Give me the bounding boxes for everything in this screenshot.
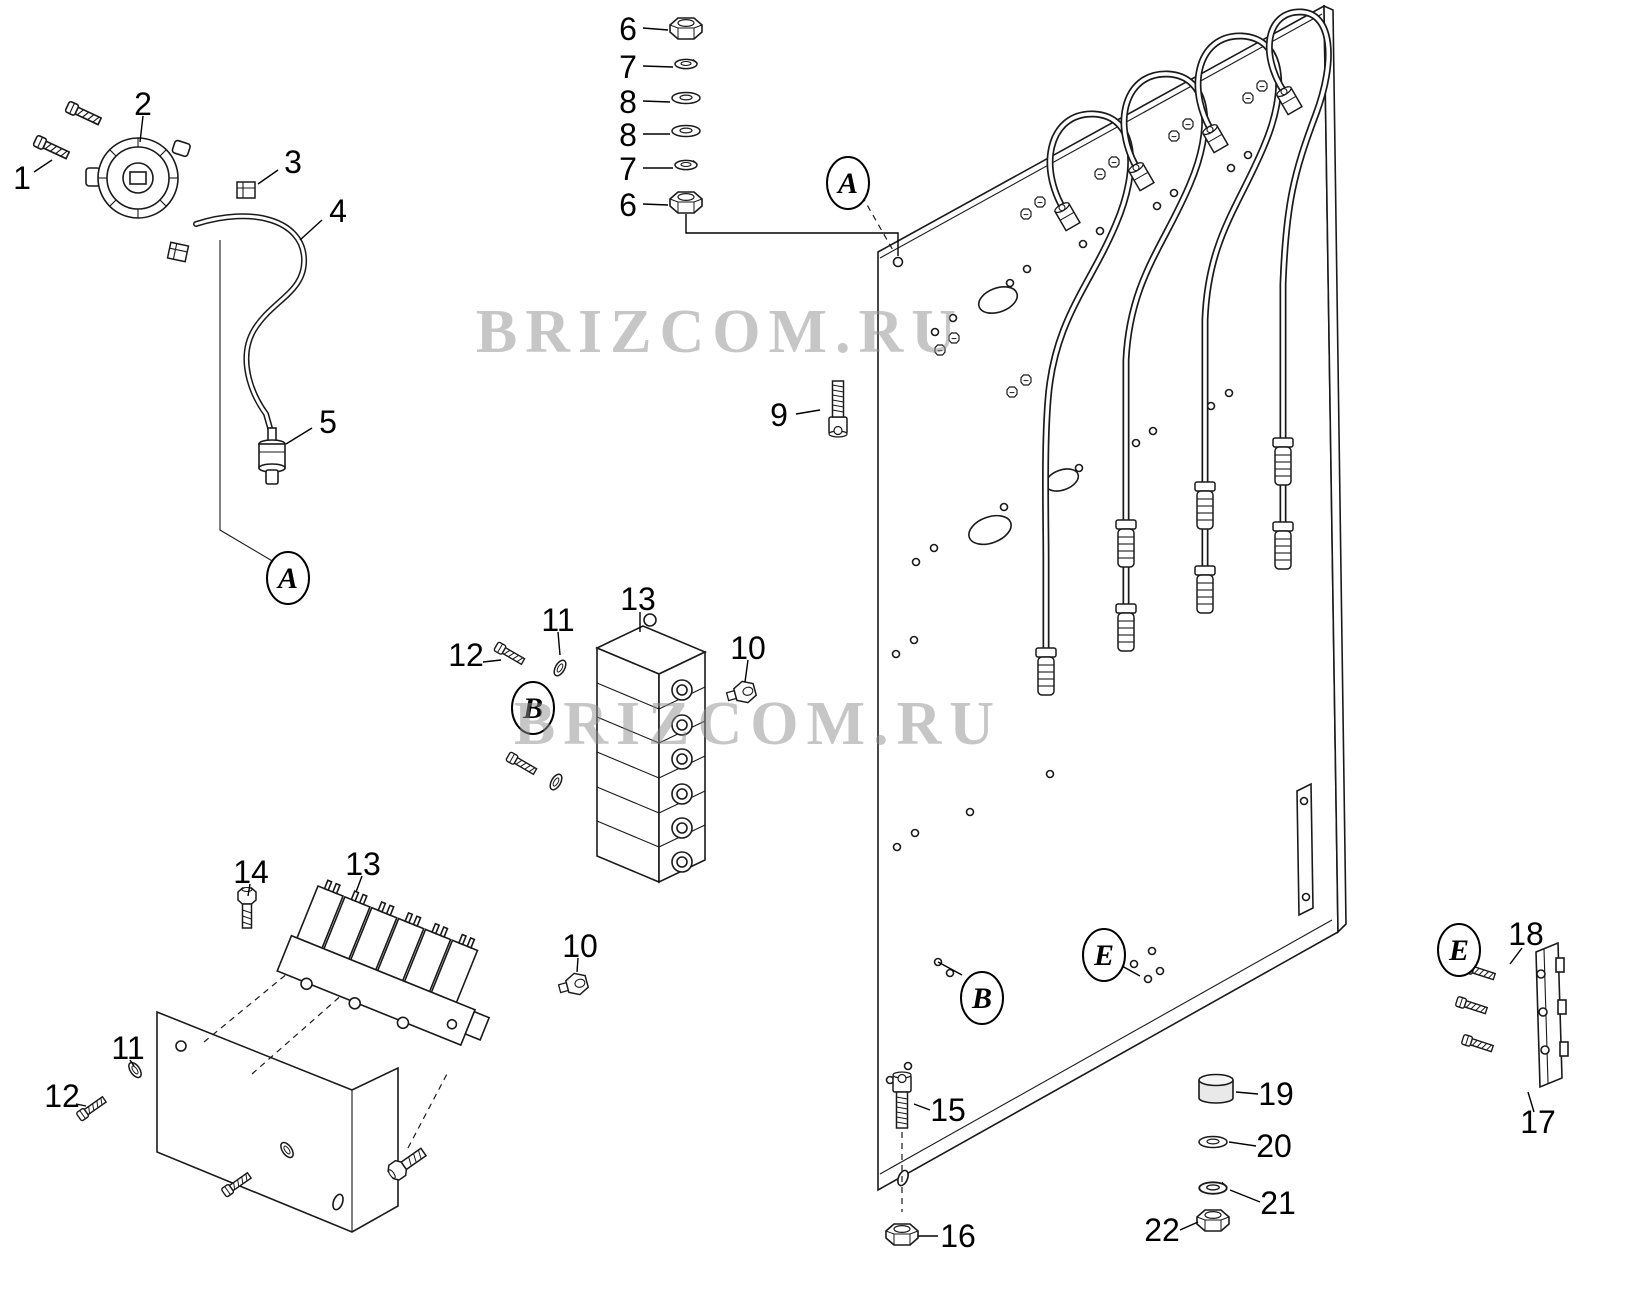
- view-label-a-panel: A: [826, 156, 870, 210]
- panel-corner-hole: [892, 256, 904, 268]
- callout-13-upper: 13: [620, 581, 656, 617]
- callout-15: 15: [930, 1092, 966, 1128]
- lock-washer-21: [1198, 1181, 1228, 1195]
- view-label-b-block: B: [511, 681, 555, 735]
- view-label-a-left: A: [266, 551, 310, 605]
- nut-22: [1196, 1209, 1230, 1232]
- view-label-b-panel: B: [960, 971, 1004, 1025]
- nut-16: [885, 1223, 919, 1246]
- view-label-a-panel-text: A: [836, 167, 858, 200]
- view-label-e-bracket-text: E: [1448, 934, 1469, 967]
- washer-20: [1198, 1135, 1228, 1149]
- leader-lines: [33, 27, 1535, 1237]
- callout-6-top: 6: [619, 11, 637, 47]
- callout-2: 2: [134, 86, 152, 122]
- watermark-upper: BRIZCOM.RU: [476, 298, 964, 366]
- hose-1: [1042, 110, 1135, 659]
- view-label-e-bracket: E: [1437, 923, 1481, 977]
- fastener-stack: [669, 17, 899, 256]
- clip-3b: [166, 241, 190, 263]
- callout-18: 18: [1508, 916, 1544, 952]
- panel-side-strip: [1296, 782, 1314, 917]
- view-label-e-panel-text: E: [1093, 939, 1114, 972]
- washer-11-upper: [551, 657, 569, 679]
- callout-numbers: 1 2 3 4 5 6 7 8 8 7 6 9 13 11 12 10 14 1…: [13, 11, 1556, 1254]
- panel-holes: [885, 150, 1253, 1085]
- bolt-manifold: [384, 1071, 449, 1184]
- callout-17: 17: [1520, 1104, 1556, 1140]
- callout-10-upper: 10: [730, 630, 766, 666]
- callout-3: 3: [284, 144, 302, 180]
- screw-12-upper: [492, 640, 527, 667]
- panel-slot-hole: [897, 1169, 909, 1187]
- connector-2: [85, 137, 191, 219]
- watermark-lower: BRIZCOM.RU: [514, 690, 1002, 758]
- hose-4: [1265, 8, 1332, 532]
- callout-6-bottom: 6: [619, 187, 637, 223]
- clip-3a: [236, 181, 256, 199]
- callout-8-bottom: 8: [619, 117, 637, 153]
- block-top-button: [643, 613, 657, 627]
- nozzle-5: [258, 427, 286, 485]
- screw-12-lower: [75, 1094, 108, 1122]
- washer-11-upper-b: [547, 771, 565, 793]
- valve-ports: [671, 679, 693, 873]
- callout-1: 1: [13, 160, 31, 196]
- callout-5: 5: [319, 404, 337, 440]
- bolt-14: [237, 886, 257, 929]
- tube-4: [193, 213, 308, 431]
- screw-1: [32, 134, 71, 162]
- callout-13-lower: 13: [345, 846, 381, 882]
- callout-19: 19: [1258, 1076, 1294, 1112]
- screw-2: [64, 100, 103, 128]
- callout-8-top: 8: [619, 84, 637, 120]
- callout-4: 4: [329, 193, 347, 229]
- view-label-b-panel-text: B: [971, 982, 992, 1015]
- bolt-9: [828, 380, 848, 438]
- callout-12-lower: 12: [44, 1078, 80, 1114]
- callout-10-lower: 10: [562, 928, 598, 964]
- cap-19: [1198, 1073, 1234, 1104]
- callout-16: 16: [940, 1218, 976, 1254]
- callout-11-lower: 11: [111, 1030, 144, 1066]
- callout-22: 22: [1144, 1212, 1180, 1248]
- valve-block-lower: [276, 879, 491, 1047]
- mounting-plate: [156, 949, 399, 1233]
- view-a-dashed-leader: [861, 195, 895, 253]
- view-label-b-block-text: B: [522, 692, 543, 725]
- callout-7-bottom: 7: [619, 151, 637, 187]
- callout-12-upper: 12: [448, 637, 484, 673]
- callout-20: 20: [1256, 1128, 1292, 1164]
- view-label-a-left-text: A: [276, 562, 298, 595]
- mounting-panel: [877, 4, 1347, 1192]
- callout-21: 21: [1260, 1185, 1296, 1221]
- view-label-e-panel: E: [1082, 928, 1126, 982]
- bracket-17: [1535, 941, 1569, 1089]
- callout-9: 9: [770, 397, 788, 433]
- fitting-10-lower: [556, 970, 591, 1001]
- callout-11-upper: 11: [541, 602, 574, 638]
- leader-to-view-a: [219, 240, 275, 563]
- callout-14: 14: [233, 854, 269, 890]
- valve-block-upper: [595, 613, 707, 884]
- solenoid-coils: [295, 879, 479, 1004]
- callout-7-top: 7: [619, 49, 637, 85]
- bolt-15: [892, 1071, 912, 1212]
